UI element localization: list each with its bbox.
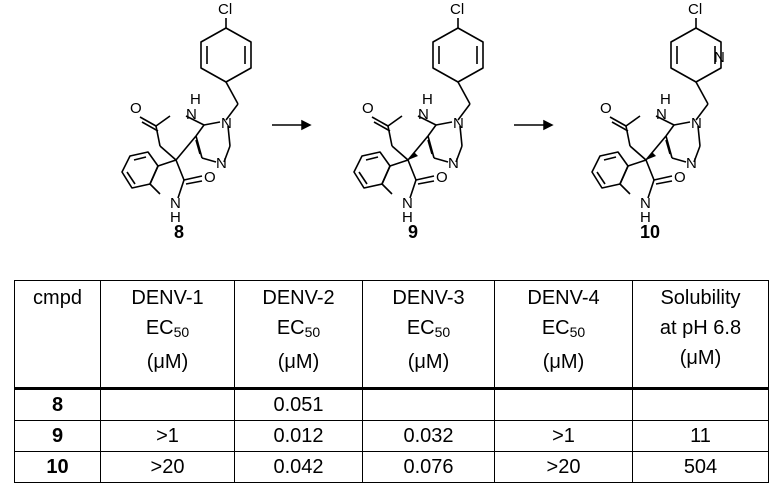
stereo-wedge xyxy=(408,152,418,160)
oxindole-h: H xyxy=(170,209,181,226)
table-row: 9 >1 0.012 0.032 >1 11 xyxy=(14,420,769,452)
table-row: 8 0.051 xyxy=(14,388,769,421)
reaction-arrow-2 xyxy=(514,119,554,131)
header-cmpd: cmpd xyxy=(14,280,101,390)
compound-9-structure: Cl O H N N N O N H xyxy=(353,1,484,226)
compound-9-label: 9 xyxy=(408,222,418,242)
pyrazole-n1: N xyxy=(691,115,702,132)
pyrazole-n2: N xyxy=(216,155,227,172)
header-denv1: DENV-1 EC50 (μM) xyxy=(100,280,235,390)
amide-nh-n: N xyxy=(656,106,667,123)
pyrazole-n1: N xyxy=(221,115,232,132)
cell-denv2: 0.042 xyxy=(234,451,363,483)
cell-cmpd: 10 xyxy=(14,451,101,483)
cell-denv2: 0.051 xyxy=(234,388,363,421)
pyridine-n: N xyxy=(714,49,725,66)
cell-denv4: >1 xyxy=(494,420,633,452)
cell-solubility xyxy=(632,388,769,421)
header-row: cmpd DENV-1 EC50 (μM) DENV-2 EC50 (μM) D… xyxy=(14,280,769,390)
pyrazole-n1: N xyxy=(453,115,464,132)
pyrazole-n2: N xyxy=(686,155,697,172)
reaction-scheme: Cl O H N N N O N H 8 Cl O H N N N O N H … xyxy=(121,1,725,242)
amide-nh-n: N xyxy=(418,106,429,123)
cell-solubility: 504 xyxy=(632,451,769,483)
reaction-arrow-1 xyxy=(272,119,312,131)
compound-8-label: 8 xyxy=(174,222,184,242)
amide-nh-n: N xyxy=(186,106,197,123)
chlorine-atom: Cl xyxy=(450,1,464,18)
compound-8-structure: Cl O H N N N O N H xyxy=(121,1,252,226)
header-denv3: DENV-3 EC50 (μM) xyxy=(362,280,495,390)
oxindole-oxygen: O xyxy=(436,169,448,186)
compound-10-label: 10 xyxy=(640,222,660,242)
cell-denv2: 0.012 xyxy=(234,420,363,452)
chlorine-atom: Cl xyxy=(218,1,232,18)
pyrazole-n2: N xyxy=(448,155,459,172)
oxindole-n: N xyxy=(170,195,181,212)
cell-solubility: 11 xyxy=(632,420,769,452)
stereo-wedge xyxy=(646,152,656,160)
cell-denv1: >1 xyxy=(100,420,235,452)
oxygen-atom: O xyxy=(362,100,374,117)
header-denv4: DENV-4 EC50 (μM) xyxy=(494,280,633,390)
cell-denv4: >20 xyxy=(494,451,633,483)
oxindole-n: N xyxy=(402,195,413,212)
compound-10-structure: Cl N O H N N N O N H xyxy=(591,1,725,226)
header-solubility: Solubility at pH 6.8 (μM) xyxy=(632,280,769,390)
cell-denv3: 0.032 xyxy=(362,420,495,452)
activity-table: cmpd DENV-1 EC50 (μM) DENV-2 EC50 (μM) D… xyxy=(14,280,769,483)
cell-cmpd: 9 xyxy=(14,420,101,452)
amide-nh-h: H xyxy=(660,91,671,108)
amide-nh-h: H xyxy=(422,91,433,108)
oxindole-oxygen: O xyxy=(204,169,216,186)
amide-nh-h: H xyxy=(190,91,201,108)
cell-denv4 xyxy=(494,388,633,421)
oxindole-oxygen: O xyxy=(674,169,686,186)
cell-denv3: 0.076 xyxy=(362,451,495,483)
oxindole-h: H xyxy=(640,209,651,226)
cell-denv3 xyxy=(362,388,495,421)
oxygen-atom: O xyxy=(600,100,612,117)
oxindole-n: N xyxy=(640,195,651,212)
oxygen-atom: O xyxy=(130,100,142,117)
cell-cmpd: 8 xyxy=(14,388,101,421)
header-denv2: DENV-2 EC50 (μM) xyxy=(234,280,363,390)
table-row: 10 >20 0.042 0.076 >20 504 xyxy=(14,451,769,483)
cell-denv1 xyxy=(100,388,235,421)
chlorine-atom: Cl xyxy=(688,1,702,18)
oxindole-h: H xyxy=(402,209,413,226)
cell-denv1: >20 xyxy=(100,451,235,483)
